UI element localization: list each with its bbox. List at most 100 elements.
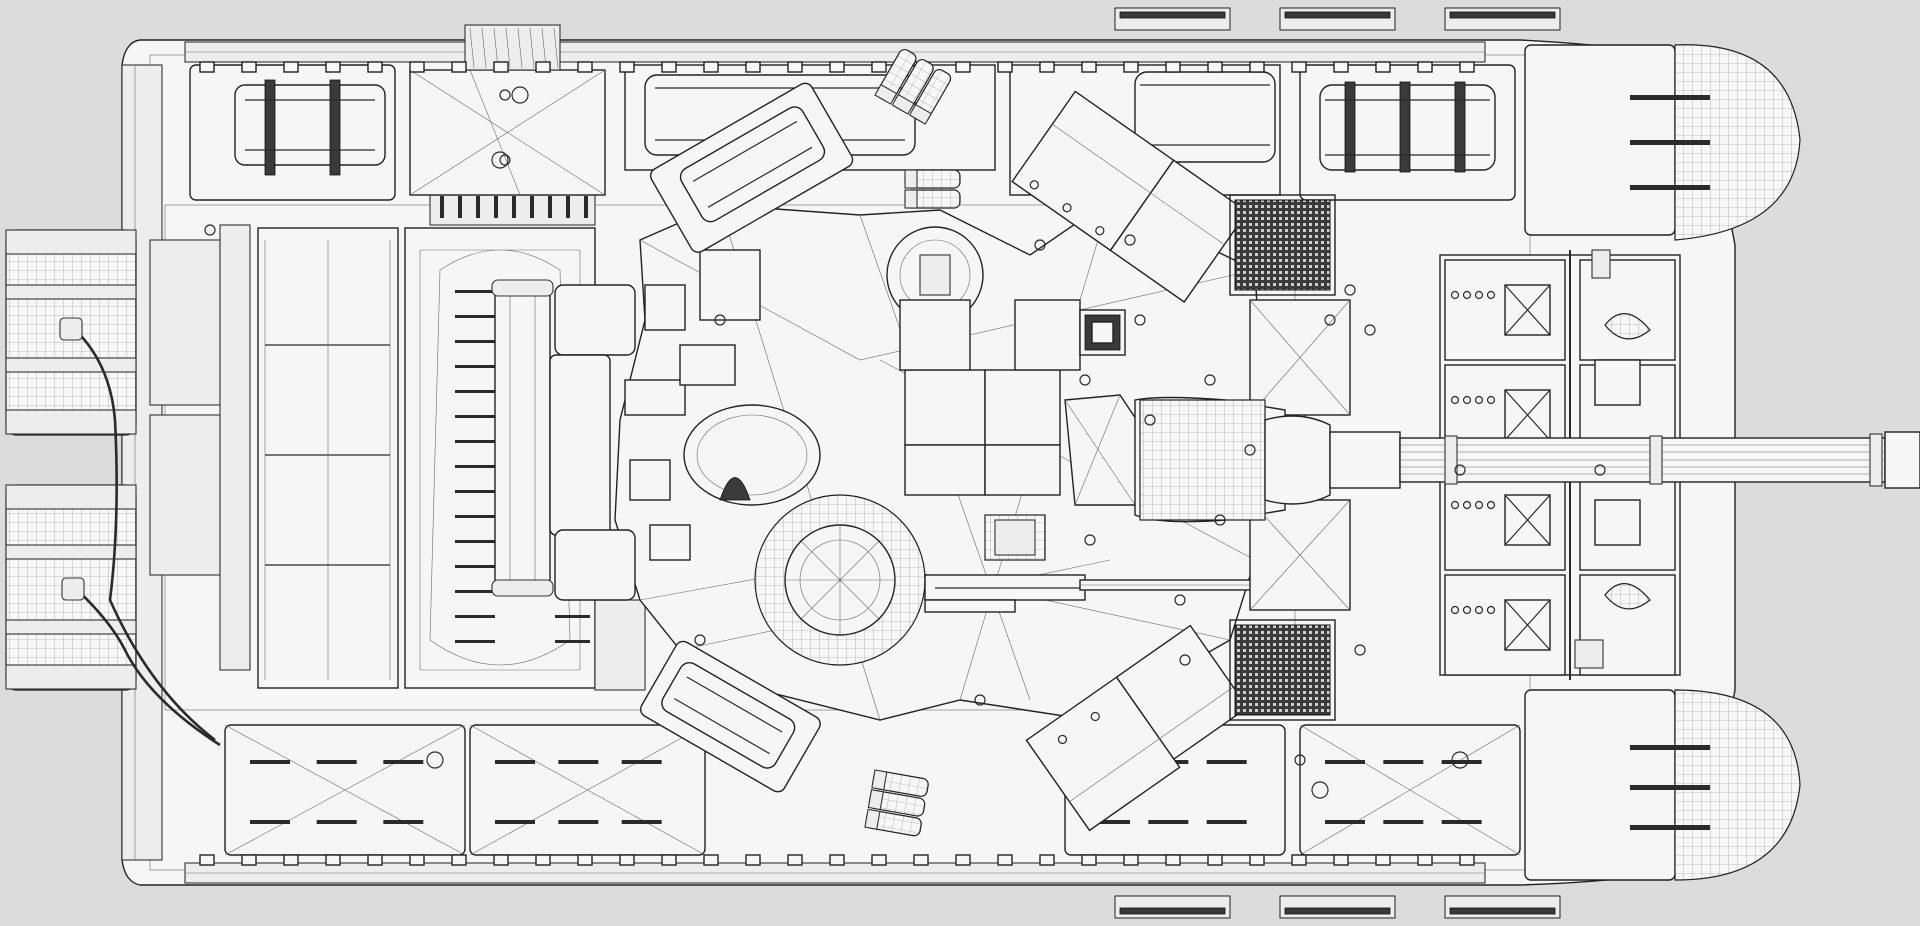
top-vent-slot bbox=[494, 196, 498, 218]
rail-clip bbox=[283, 854, 299, 866]
smoke-tube-cap bbox=[867, 789, 884, 811]
fender-slot bbox=[1090, 820, 1130, 824]
smoke-tube-cap bbox=[904, 169, 918, 189]
glacis-bolt bbox=[1474, 395, 1484, 405]
fender-slot bbox=[1383, 820, 1424, 824]
rail-clip bbox=[1459, 854, 1475, 866]
rail-clip bbox=[577, 61, 593, 73]
box-slat bbox=[469, 27, 475, 69]
bolt bbox=[1454, 464, 1466, 476]
fender-slot bbox=[250, 820, 290, 824]
track-link-top bbox=[1444, 7, 1561, 31]
rail-clip bbox=[1081, 61, 1097, 73]
glacis-bolt bbox=[1486, 395, 1496, 405]
glacis-bolt bbox=[1486, 500, 1496, 510]
smoke-launcher bbox=[874, 48, 952, 125]
rail-clip bbox=[1165, 854, 1181, 866]
box-slat bbox=[529, 27, 535, 69]
glacis-hatch-cross bbox=[1504, 599, 1551, 651]
bolt bbox=[1214, 514, 1226, 526]
rail-clip bbox=[325, 854, 341, 866]
smoke-tube-cap bbox=[864, 808, 881, 830]
rail-clip bbox=[367, 854, 383, 866]
rail-clip bbox=[619, 61, 635, 73]
glacis-bolt bbox=[1450, 395, 1460, 405]
louver-slot bbox=[455, 440, 495, 443]
glacis-hatch-cross bbox=[1504, 284, 1551, 336]
track-link-top-shadow bbox=[1449, 11, 1556, 19]
main-gun bbox=[1134, 396, 1920, 523]
bolt bbox=[204, 224, 216, 236]
bolt bbox=[1244, 444, 1256, 456]
track-link-bottom-shadow bbox=[1119, 907, 1226, 915]
bolt bbox=[1084, 534, 1096, 546]
rail-clip bbox=[199, 854, 215, 866]
top-vent-slot bbox=[458, 196, 462, 218]
rail-clip bbox=[1249, 854, 1265, 866]
fender-slot bbox=[621, 820, 662, 824]
bolt bbox=[1179, 654, 1191, 666]
rail-clip bbox=[1039, 854, 1055, 866]
track-link-top-shadow bbox=[1284, 11, 1391, 19]
rail-clip bbox=[325, 61, 341, 73]
fender-slot bbox=[495, 820, 535, 824]
rail-clip bbox=[199, 61, 215, 73]
rail-clip bbox=[1081, 854, 1097, 866]
glacis-hatch bbox=[1594, 359, 1641, 406]
track-link-bottom bbox=[1114, 895, 1231, 919]
top-vent-slot bbox=[476, 196, 480, 218]
box-slat bbox=[553, 27, 559, 69]
rail-clip bbox=[871, 854, 887, 866]
box-slat bbox=[481, 27, 487, 69]
fender-slot bbox=[1441, 760, 1482, 764]
rail-clip bbox=[787, 854, 803, 866]
rail-clip bbox=[409, 61, 425, 73]
glacis-bolt bbox=[1462, 605, 1472, 615]
bolt bbox=[1344, 284, 1356, 296]
rail-clip bbox=[1291, 61, 1307, 73]
fender-slot bbox=[1206, 820, 1247, 824]
rail-clip bbox=[661, 854, 677, 866]
hull-bolts bbox=[204, 89, 1606, 766]
front-slot bbox=[1630, 140, 1710, 145]
track-link-top-shadow bbox=[1119, 11, 1226, 19]
rail-clip bbox=[955, 854, 971, 866]
rail-clip bbox=[1165, 61, 1181, 73]
rail-clip bbox=[1375, 854, 1391, 866]
box-slat bbox=[505, 27, 511, 69]
bolt bbox=[1594, 464, 1606, 476]
bolt bbox=[1079, 374, 1091, 386]
louver-slot bbox=[455, 490, 495, 493]
bolt bbox=[1144, 414, 1156, 426]
glacis-bolt bbox=[1462, 290, 1472, 300]
rail-clip bbox=[703, 61, 719, 73]
rail-clip bbox=[1039, 61, 1055, 73]
fender-slot bbox=[383, 820, 424, 824]
bolt bbox=[1294, 754, 1306, 766]
glacis-bolt bbox=[1462, 500, 1472, 510]
bolt bbox=[1124, 234, 1136, 246]
louver-slot bbox=[455, 390, 495, 393]
glacis-bolt bbox=[1450, 605, 1460, 615]
bolt bbox=[1034, 239, 1046, 251]
rail-clip bbox=[745, 854, 761, 866]
glacis-hatch-cross bbox=[1504, 389, 1551, 441]
rear-fuel-drums bbox=[5, 229, 221, 747]
bolt bbox=[499, 89, 511, 101]
fender-slot bbox=[1383, 760, 1424, 764]
louver-slot bbox=[455, 290, 495, 293]
track-link-top bbox=[1114, 7, 1231, 31]
louver-slot bbox=[455, 640, 495, 643]
fender-slot bbox=[621, 760, 662, 764]
bolt bbox=[1324, 314, 1336, 326]
fender-slot bbox=[558, 820, 599, 824]
rail-clip bbox=[871, 61, 887, 73]
louver-slot bbox=[455, 465, 495, 468]
smoke-tube-cap bbox=[908, 103, 932, 125]
rail-clip bbox=[451, 854, 467, 866]
glacis-bolt bbox=[1486, 290, 1496, 300]
rail-clip bbox=[241, 854, 257, 866]
glacis-hatch-cross bbox=[1504, 494, 1551, 546]
rail-clip bbox=[661, 61, 677, 73]
